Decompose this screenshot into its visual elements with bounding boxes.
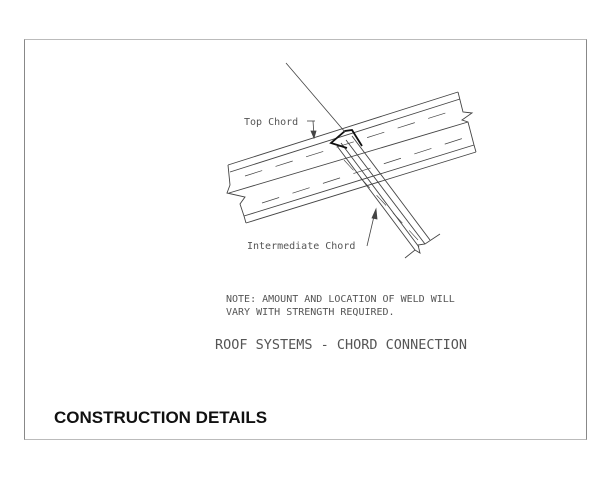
intermediate-chord-member: [336, 135, 441, 259]
intermediate-chord-label: Intermediate Chord: [247, 241, 355, 252]
extension-line: [285, 62, 346, 133]
top-chord-leader: [307, 120, 317, 140]
note-line-1: NOTE: AMOUNT AND LOCATION OF WELD WILL: [226, 294, 455, 305]
note-line-2: VARY WITH STRENGTH REQUIRED.: [226, 307, 395, 318]
footer-title: CONSTRUCTION DETAILS: [54, 408, 268, 427]
top-chord-label: Top Chord: [244, 117, 298, 128]
top-chord-member: [226, 91, 477, 224]
drawing-caption: ROOF SYSTEMS - CHORD CONNECTION: [215, 337, 467, 353]
drawing-border: [24, 39, 587, 440]
intermediate-chord-leader: [366, 207, 378, 247]
weld-outline: [329, 129, 363, 149]
